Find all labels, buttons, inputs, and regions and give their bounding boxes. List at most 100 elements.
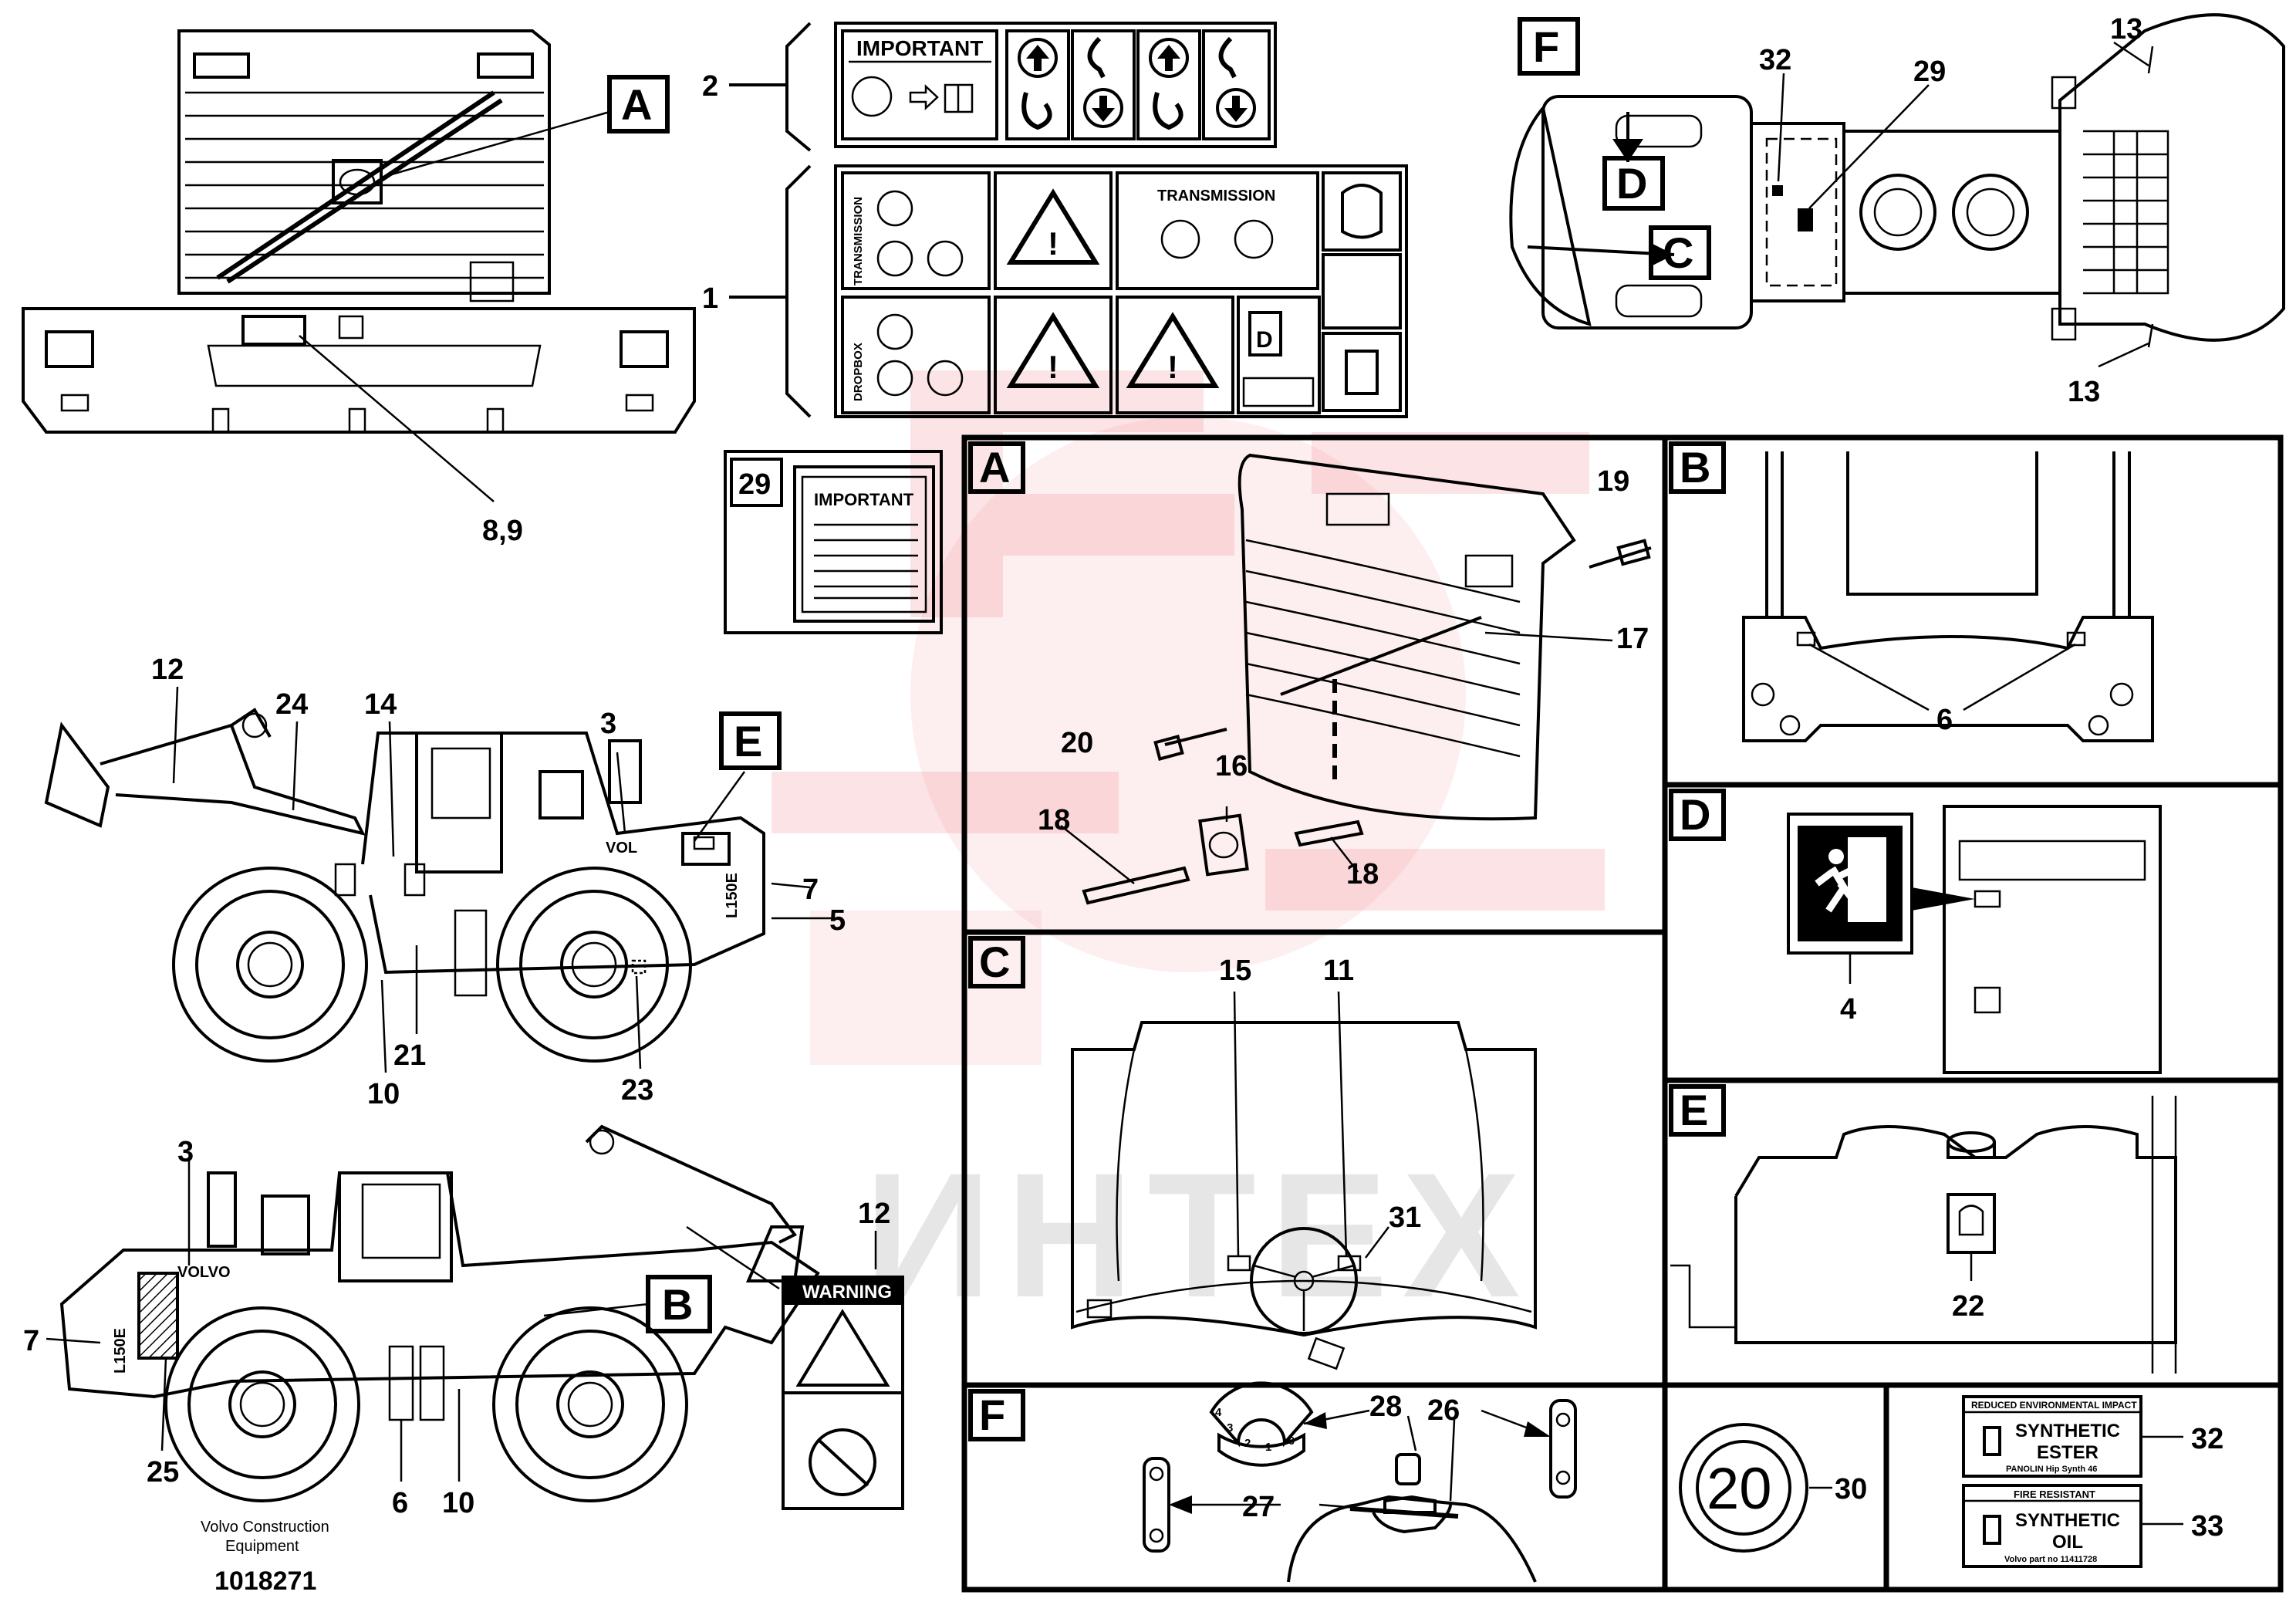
svg-text:C: C — [1663, 228, 1693, 277]
callout-23: 23 — [621, 1074, 653, 1107]
callout-10-lower: 10 — [442, 1487, 474, 1519]
brand-upper: VOL — [606, 840, 637, 857]
svg-text:F: F — [1533, 22, 1559, 71]
warning-decal-12: WARNING — [782, 1231, 904, 1510]
callout-12-lower: 12 — [858, 1198, 890, 1230]
callout-21: 21 — [393, 1039, 426, 1072]
svg-text:1: 1 — [1265, 1441, 1271, 1454]
panel-C: C — [968, 936, 1537, 1370]
callout-19: 19 — [1597, 465, 1629, 498]
callout-16: 16 — [1215, 750, 1248, 782]
decal-sheet-2: IMPORTANT — [834, 22, 1277, 148]
panel-B: B — [1669, 441, 2154, 742]
callout-29-top: 29 — [1913, 56, 1946, 88]
svg-text:TRANSMISSION: TRANSMISSION — [1157, 188, 1275, 204]
ester-decal-32 — [1962, 1395, 2183, 1478]
callout-box-D-top: D — [1602, 156, 1665, 211]
callout-6-panelB: 6 — [1936, 704, 1953, 736]
lift-point-icons — [1005, 29, 1271, 140]
callout-18-right: 18 — [1346, 858, 1379, 890]
callout-31: 31 — [1389, 1201, 1421, 1234]
svg-text:B: B — [662, 1280, 693, 1329]
callout-5: 5 — [829, 904, 846, 937]
svg-text:!: ! — [1167, 349, 1178, 385]
svg-text:A: A — [979, 443, 1010, 492]
company-line1: Volvo Construction — [201, 1519, 329, 1536]
ester-line2: ESTER — [2037, 1442, 2098, 1463]
svg-text:D: D — [1256, 327, 1273, 353]
model-upper: L150E — [724, 873, 741, 918]
svg-text:E: E — [1680, 1086, 1708, 1134]
callout-26: 26 — [1427, 1394, 1460, 1427]
svg-text:B: B — [1680, 443, 1710, 492]
panel-F: F 4 3 2 1 0 — [968, 1381, 1577, 1583]
callout-8-9: 8,9 — [482, 515, 523, 547]
callout-32-decal: 32 — [2191, 1423, 2223, 1455]
callout-24: 24 — [275, 688, 308, 721]
callout-11: 11 — [1323, 955, 1354, 987]
svg-text:4: 4 — [1215, 1406, 1222, 1419]
brand-lower: VOLVO — [177, 1264, 231, 1281]
watermark-text: ИНТЕХ — [864, 1136, 1535, 1334]
svg-text:F: F — [979, 1391, 1005, 1439]
bracket-2 — [729, 22, 812, 152]
callout-3-upper: 3 — [600, 708, 616, 740]
callout-30: 30 — [1835, 1473, 1867, 1505]
svg-text:IMPORTANT: IMPORTANT — [856, 36, 983, 60]
oil-footer: Volvo part no 11411728 — [2004, 1555, 2097, 1564]
panel-A: A — [968, 441, 1652, 905]
callout-32-top: 32 — [1759, 44, 1791, 76]
svg-text:TRANSMISSION: TRANSMISSION — [852, 197, 865, 286]
svg-text:0: 0 — [1288, 1434, 1295, 1448]
svg-text:IMPORTANT: IMPORTANT — [814, 490, 914, 509]
callout-27: 27 — [1242, 1491, 1275, 1523]
svg-text:29: 29 — [738, 468, 771, 501]
callout-25: 25 — [147, 1456, 179, 1489]
oil-header: FIRE RESISTANT — [2014, 1489, 2095, 1500]
callout-18-left: 18 — [1038, 804, 1070, 836]
ester-footer: PANOLIN Hip Synth 46 — [2006, 1465, 2097, 1474]
svg-text:!: ! — [1048, 225, 1059, 262]
callout-13-bottom: 13 — [2068, 376, 2100, 408]
callout-28: 28 — [1369, 1391, 1402, 1423]
callout-box-C-top: C — [1649, 225, 1711, 280]
speed-decal-30 — [1679, 1423, 1832, 1553]
callout-6-lower: 6 — [392, 1487, 408, 1519]
callout-20: 20 — [1061, 727, 1093, 759]
svg-text:D: D — [1616, 159, 1647, 208]
loader-side-view-lower — [46, 1124, 820, 1502]
model-lower: L150E — [112, 1328, 129, 1374]
panel-E: E — [1669, 1084, 2177, 1374]
callout-13-top: 13 — [2110, 13, 2142, 46]
svg-text:DROPBOX: DROPBOX — [852, 343, 865, 401]
callout-box-A-front: A — [607, 75, 670, 133]
ester-line1: SYNTHETIC — [2015, 1421, 2120, 1441]
oil-decal-33 — [1962, 1484, 2183, 1568]
panel-D: D — [1669, 789, 2162, 1074]
callout-2: 2 — [702, 70, 718, 103]
callout-33: 33 — [2191, 1510, 2223, 1543]
svg-text:3: 3 — [1227, 1421, 1233, 1434]
decal-sheet-1: TRANSMISSION DROPBOX ! ! TRANSMISSION ! … — [834, 164, 1408, 418]
bracket-1 — [729, 164, 812, 418]
decal-29: 29 IMPORTANT — [724, 450, 943, 634]
svg-text:E: E — [734, 717, 762, 765]
svg-text:C: C — [979, 938, 1010, 986]
callout-7-lower: 7 — [23, 1325, 39, 1357]
callout-3-lower: 3 — [177, 1136, 194, 1168]
front-view — [22, 29, 696, 502]
callout-4: 4 — [1840, 993, 1856, 1026]
svg-text:WARNING: WARNING — [802, 1282, 892, 1303]
oil-line2: OIL — [2052, 1532, 2083, 1553]
svg-text:A: A — [621, 80, 652, 129]
speed-value: 20 — [1707, 1456, 1772, 1522]
detail-grid — [961, 434, 2284, 1593]
callout-15: 15 — [1219, 955, 1251, 987]
svg-text:2: 2 — [1244, 1437, 1251, 1450]
ester-header: REDUCED ENVIRONMENTAL IMPACT — [1971, 1400, 2137, 1411]
callout-22: 22 — [1952, 1290, 1984, 1323]
oil-line1: SYNTHETIC — [2015, 1510, 2120, 1531]
callout-17: 17 — [1616, 623, 1649, 655]
company-line2: Equipment — [225, 1538, 299, 1555]
watermark-logo — [772, 370, 1605, 1065]
